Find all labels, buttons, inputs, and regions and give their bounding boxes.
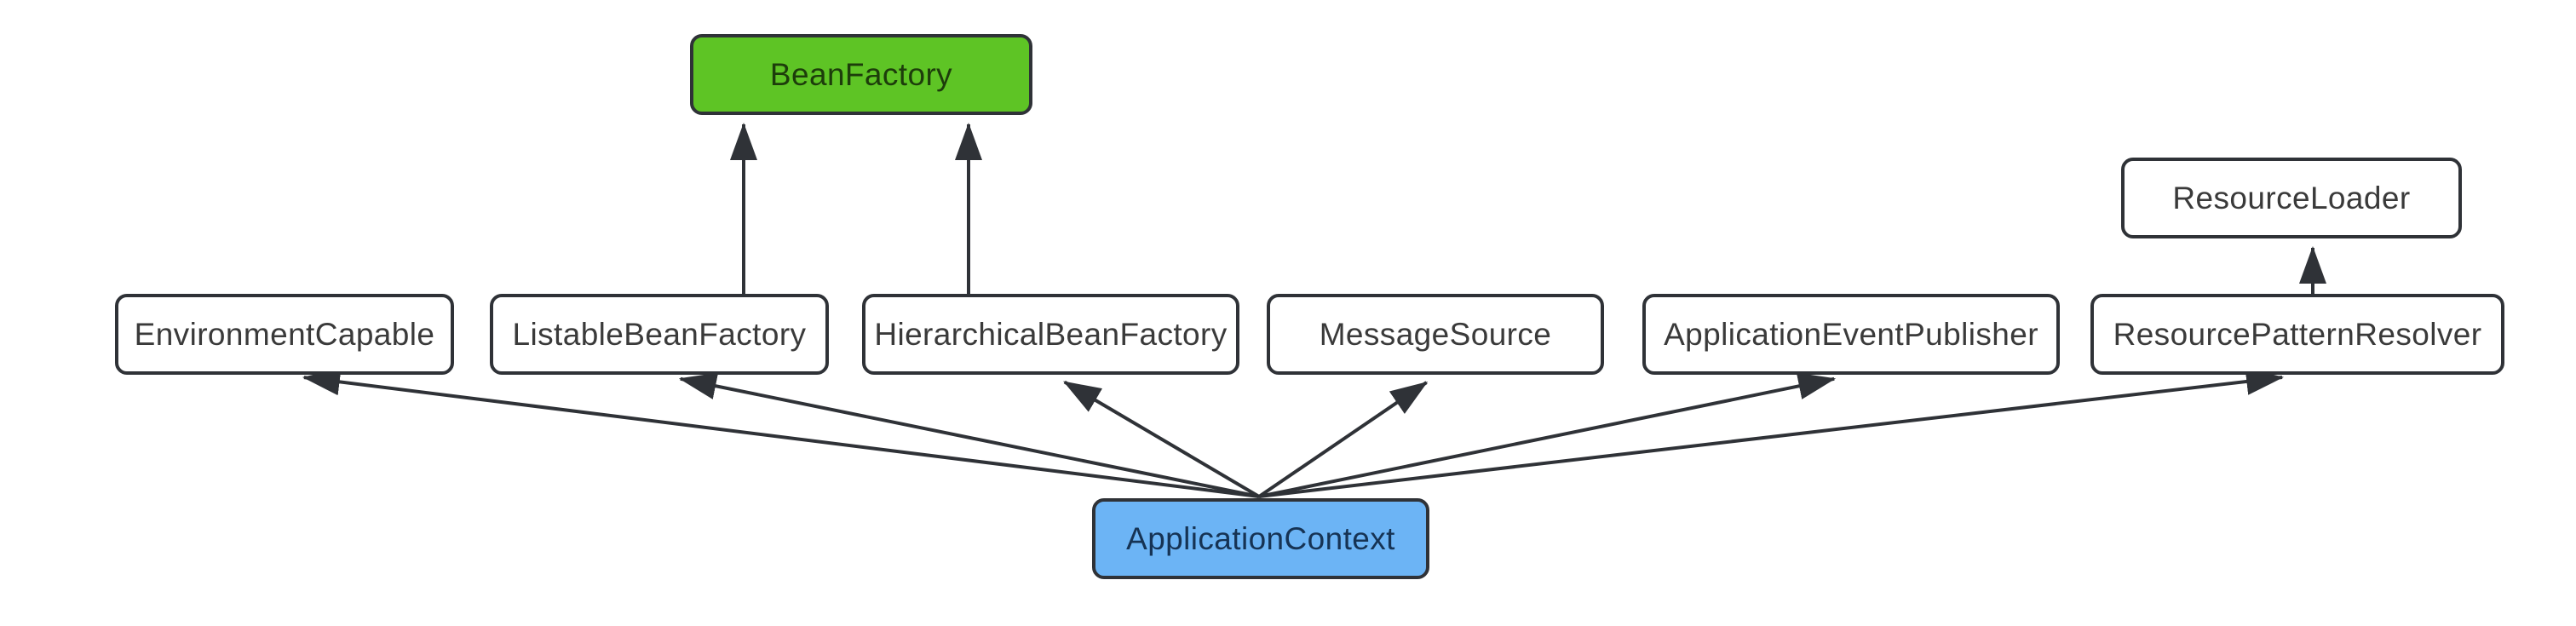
- node-bean-factory[interactable]: BeanFactory: [690, 34, 1032, 115]
- node-listable-bean-factory[interactable]: ListableBeanFactory: [490, 294, 829, 375]
- edge-application-context-to-hierarchical-bean-factory: [1063, 380, 1261, 498]
- edge-application-context-to-resource-pattern-resolver: [1258, 368, 2285, 498]
- node-label-application-event-publisher: ApplicationEventPublisher: [1664, 317, 2038, 352]
- edge-application-context-to-listable-bean-factory: [678, 372, 1260, 498]
- node-environment-capable[interactable]: EnvironmentCapable: [115, 294, 454, 375]
- node-application-event-publisher[interactable]: ApplicationEventPublisher: [1642, 294, 2060, 375]
- node-message-source[interactable]: MessageSource: [1267, 294, 1604, 375]
- edge-application-context-to-application-event-publisher: [1258, 372, 1837, 498]
- node-hierarchical-bean-factory[interactable]: HierarchicalBeanFactory: [862, 294, 1239, 375]
- edge-application-context-to-environment-capable: [302, 368, 1260, 498]
- node-resource-loader[interactable]: ResourceLoader: [2121, 158, 2462, 238]
- node-label-hierarchical-bean-factory: HierarchicalBeanFactory: [874, 317, 1228, 352]
- node-resource-pattern-resolver[interactable]: ResourcePatternResolver: [2090, 294, 2504, 375]
- node-label-resource-loader: ResourceLoader: [2172, 181, 2411, 215]
- node-label-message-source: MessageSource: [1319, 317, 1552, 352]
- node-label-environment-capable: EnvironmentCapable: [134, 317, 435, 352]
- node-label-listable-bean-factory: ListableBeanFactory: [512, 317, 807, 352]
- edge-application-context-to-message-source: [1257, 381, 1429, 498]
- node-label-application-context: ApplicationContext: [1126, 521, 1395, 556]
- node-label-resource-pattern-resolver: ResourcePatternResolver: [2113, 317, 2482, 352]
- node-label-bean-factory: BeanFactory: [769, 57, 953, 92]
- node-application-context[interactable]: ApplicationContext: [1092, 498, 1429, 579]
